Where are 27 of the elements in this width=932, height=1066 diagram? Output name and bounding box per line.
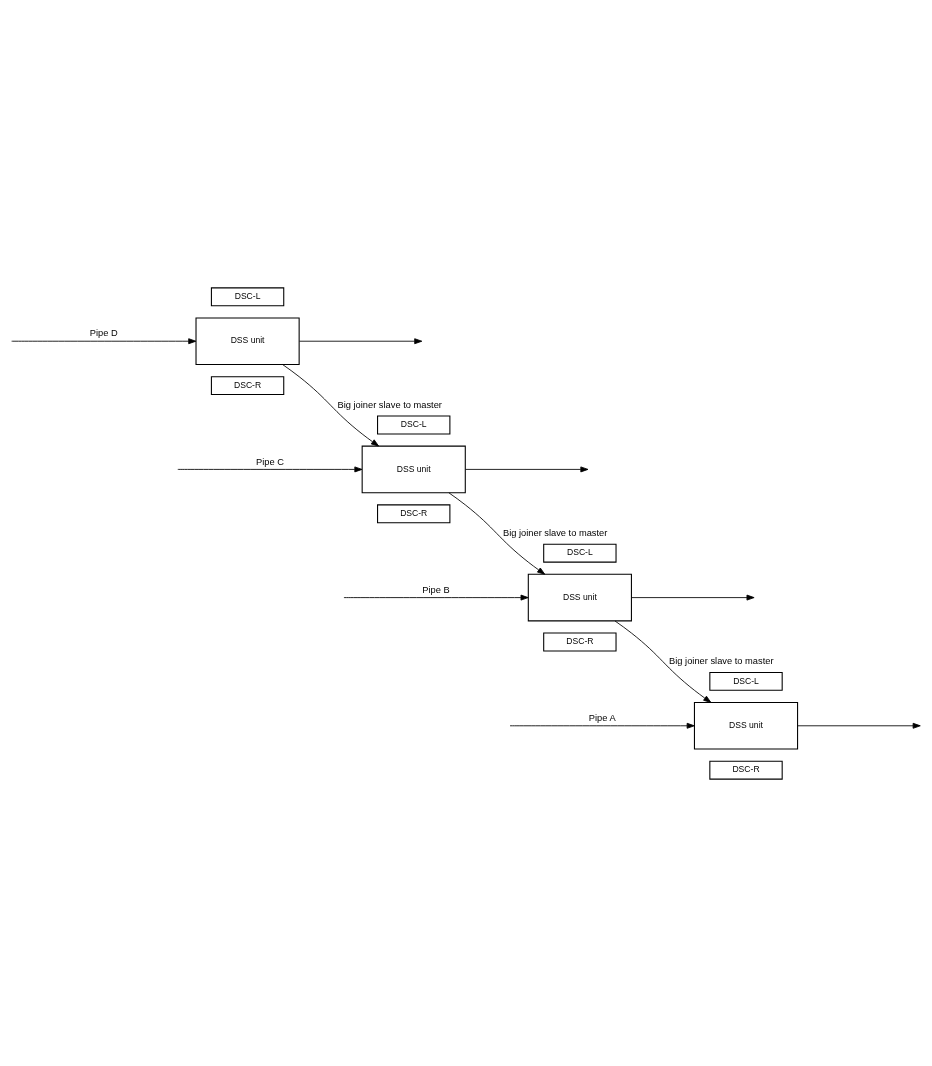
arrow xyxy=(797,722,921,729)
arrow xyxy=(509,722,695,729)
node-box: DSC-R xyxy=(543,632,617,651)
node-box: DSS unit xyxy=(361,445,466,493)
node-box: DSC-R xyxy=(210,375,285,395)
arrow xyxy=(343,594,529,601)
node-box: DSS unit xyxy=(527,573,632,621)
node-box: DSC-L xyxy=(210,286,285,306)
arrow xyxy=(11,337,197,344)
edge-label: Pipe B xyxy=(422,584,450,595)
node-box: DSC-R xyxy=(709,760,783,780)
arrow xyxy=(299,337,423,344)
arrow xyxy=(631,594,755,601)
node-box: DSC-L xyxy=(543,543,617,563)
node-box: DSC-R xyxy=(377,503,451,523)
edge-label: Pipe D xyxy=(89,327,118,338)
edge-label: Pipe C xyxy=(255,456,284,467)
node-box: DSS unit xyxy=(693,701,799,750)
arrow xyxy=(177,465,363,472)
node-box: DSS unit xyxy=(195,316,300,365)
arrow xyxy=(465,465,589,472)
edge-label: Big joiner slave to master xyxy=(337,399,442,410)
node-box: DSC-L xyxy=(377,415,451,434)
edge-label: Big joiner slave to master xyxy=(669,655,774,666)
edge-label: Big joiner slave to master xyxy=(502,527,608,538)
node-box: DSC-L xyxy=(709,671,783,691)
edge-label: Pipe A xyxy=(588,712,616,723)
